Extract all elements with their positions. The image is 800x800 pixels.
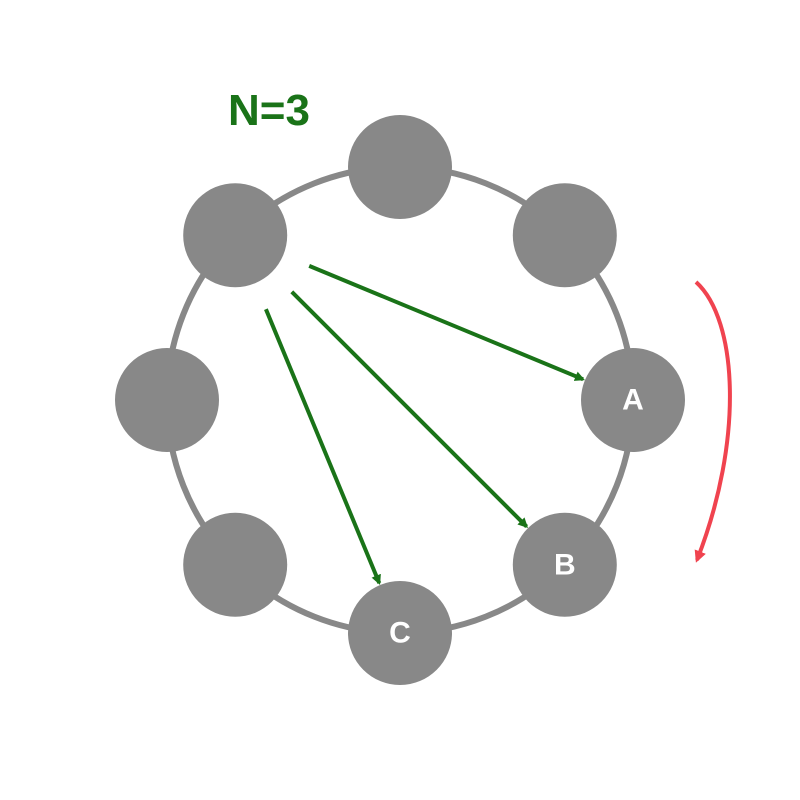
ring-node-top-left	[183, 183, 288, 288]
ring-node-top	[348, 115, 452, 219]
node-circle	[512, 183, 617, 288]
replica-arrow-to-a	[308, 264, 585, 382]
node-circle	[115, 348, 219, 452]
replica-arrow-to-b	[290, 290, 529, 529]
node-circle	[512, 512, 617, 617]
ring-node-bottom-left	[183, 512, 288, 617]
node-circle	[348, 581, 452, 685]
ring-node-left	[115, 348, 219, 452]
node-label-a: A	[622, 384, 644, 417]
ring-node-bottom: C	[348, 581, 452, 685]
diagram-title: N=3	[228, 86, 310, 135]
ring-nodes: A B C	[115, 115, 685, 685]
node-label-c: C	[389, 617, 411, 650]
ring-node-top-right	[512, 183, 617, 288]
ring-node-bottom-right: B	[512, 512, 617, 617]
rotation-direction-arrow	[694, 280, 732, 563]
node-circle	[581, 348, 685, 452]
node-circle	[183, 512, 288, 617]
replica-arrows	[264, 264, 585, 585]
node-label-b: B	[554, 548, 576, 581]
replica-arrow-to-c	[264, 308, 382, 585]
node-circle	[348, 115, 452, 219]
ring-node-right: A	[581, 348, 685, 452]
node-circle	[183, 183, 288, 288]
